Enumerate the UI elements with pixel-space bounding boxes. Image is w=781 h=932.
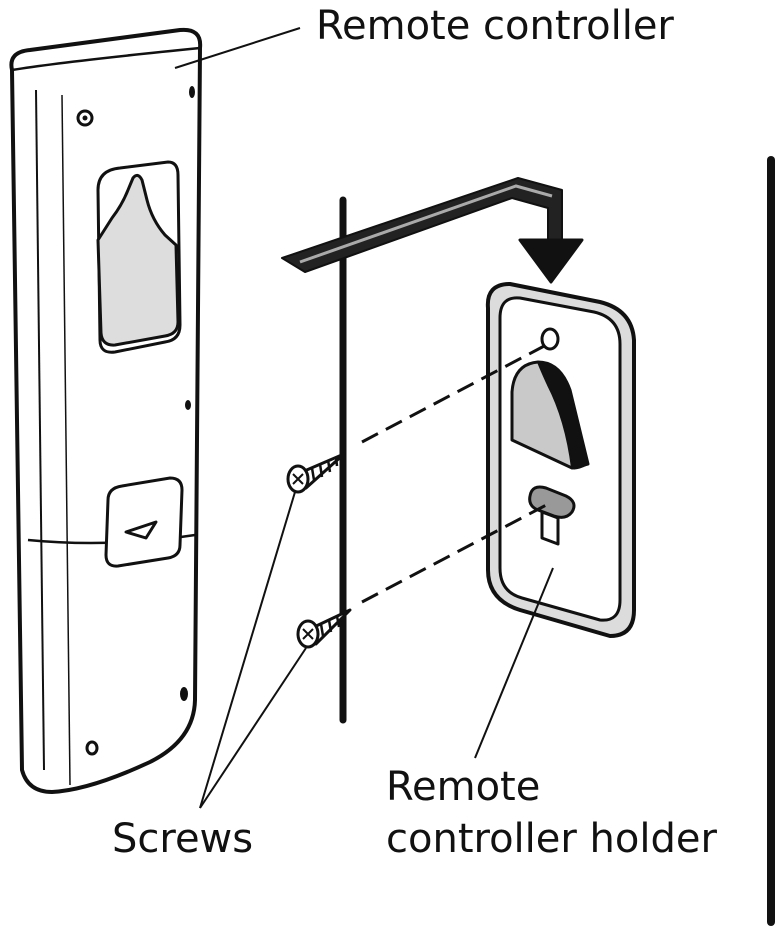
remote-controller-label: Remote controller: [316, 3, 674, 49]
screw-lower: [296, 608, 352, 649]
remote-battery-latch: [104, 476, 184, 568]
arrow-head: [518, 238, 584, 284]
remote-side-knob-3: [180, 687, 188, 701]
arrow-ribbon: [281, 177, 563, 273]
holder-bottom-slot-stem: [540, 510, 560, 546]
remote-side-knob-2: [185, 400, 191, 410]
holder-top-screw-hole: [540, 327, 560, 351]
dash-line-lower: [361, 500, 553, 604]
holder-hook-face: [536, 360, 590, 470]
remote-side-line-left: [35, 89, 45, 771]
screw-upper: [286, 452, 346, 494]
leader-screws-lower: [199, 647, 307, 809]
remote-hook-slot: [96, 173, 180, 347]
arrow-ribbon-highlight: [299, 184, 553, 264]
leader-screws-upper: [199, 491, 296, 809]
remote-side-line-inner: [61, 94, 71, 786]
remote-bottom-hole: [85, 740, 99, 756]
remote-top-edge: [11, 46, 201, 72]
screws-label: Screws: [112, 816, 254, 862]
remote-controller: [9, 27, 203, 794]
holder-bottom-screw-slot: [528, 485, 576, 519]
holder-label-line2: controller holder: [386, 816, 717, 862]
remote-side-knob-1: [189, 86, 195, 98]
holder-label-line1: Remote: [386, 764, 541, 810]
leader-remote: [174, 27, 301, 69]
mount-direction-arrow: [281, 177, 584, 284]
dash-line-upper: [361, 342, 549, 444]
remote-latch-arrow: [124, 520, 158, 540]
remote-controller-holder: [485, 282, 636, 638]
leader-holder: [474, 567, 554, 759]
